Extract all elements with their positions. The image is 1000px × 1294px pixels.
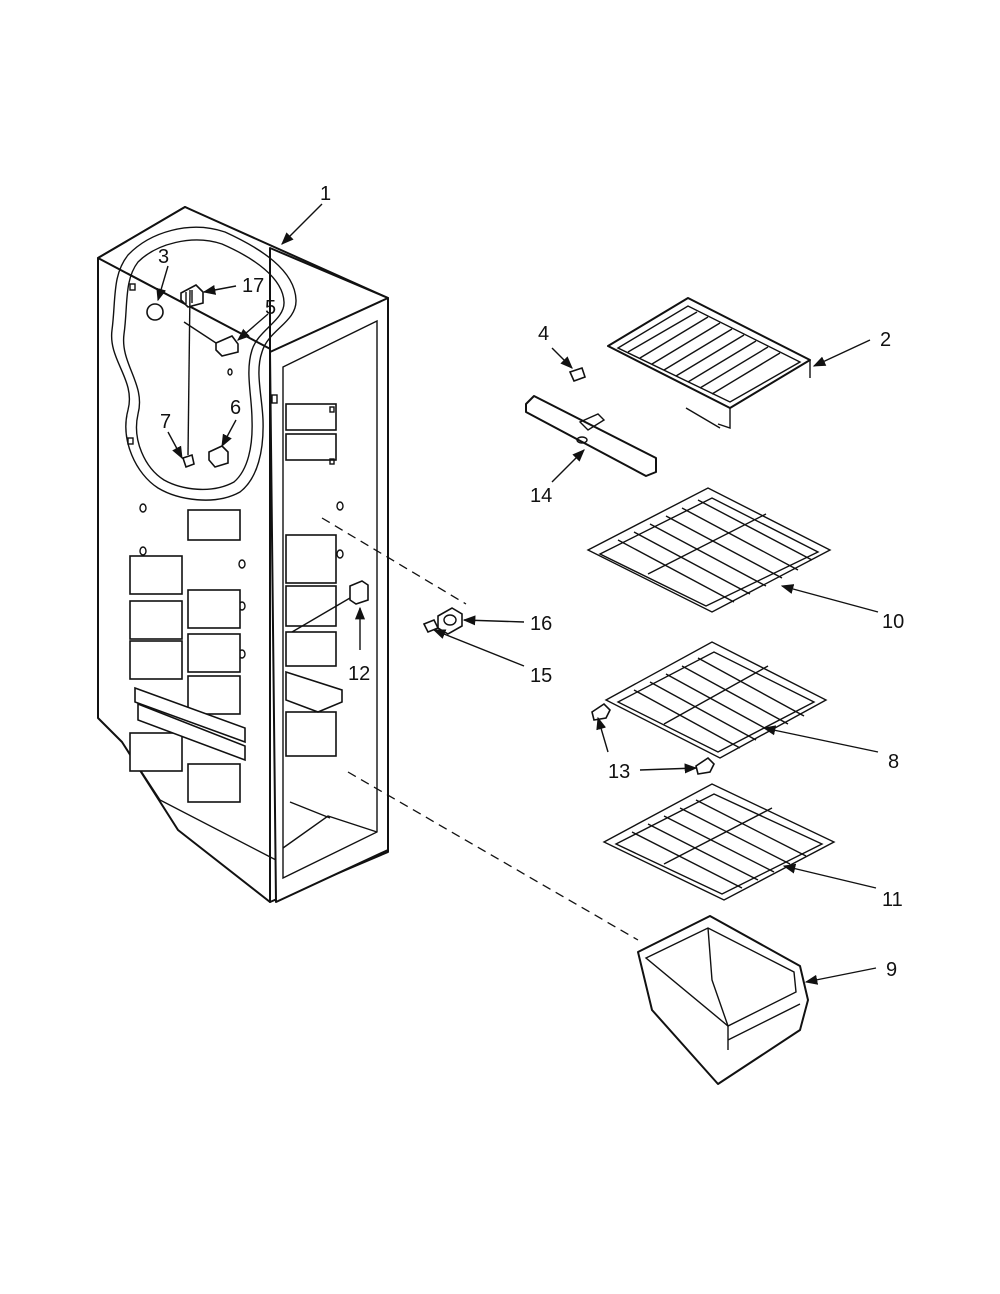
screw-15 [422, 618, 440, 634]
shelf-support [525, 395, 657, 477]
callout-1: 1 [320, 183, 331, 205]
shelf-end-cap-left [591, 702, 611, 721]
callout-7: 7 [160, 411, 171, 433]
callout-13: 13 [608, 761, 630, 783]
callout-3: 3 [158, 246, 169, 268]
callout-15: 15 [530, 665, 552, 687]
wire-shelf-8 [604, 641, 828, 759]
leader-lines [156, 203, 879, 985]
callout-11: 11 [882, 889, 903, 911]
light-socket [180, 284, 204, 308]
shelf-end-cap-right [695, 756, 715, 775]
callout-14: 14 [530, 485, 552, 507]
bumper [437, 607, 463, 635]
callout-4: 4 [538, 323, 549, 345]
screw [568, 366, 587, 383]
assembly-line-bumper [321, 517, 467, 605]
callout-8: 8 [888, 751, 899, 773]
callout-10: 10 [882, 611, 904, 633]
callout-9: 9 [886, 959, 897, 981]
assembly-line-bin [347, 771, 639, 941]
light-bulb [146, 303, 164, 321]
callout-12: 12 [348, 663, 370, 685]
shelf [607, 297, 811, 429]
callout-2: 2 [880, 329, 891, 351]
wire [187, 289, 191, 456]
freezer-liner [97, 206, 389, 903]
callout-17: 17 [242, 275, 264, 297]
callout-6: 6 [230, 397, 241, 419]
part-12-block [291, 580, 369, 633]
callout-16: 16 [530, 613, 552, 635]
wire-shelf-10 [586, 487, 832, 613]
wire-shelf-11 [602, 783, 836, 901]
callout-5: 5 [265, 297, 276, 319]
switch-clip [181, 453, 195, 469]
freezer-bin [637, 915, 809, 1085]
